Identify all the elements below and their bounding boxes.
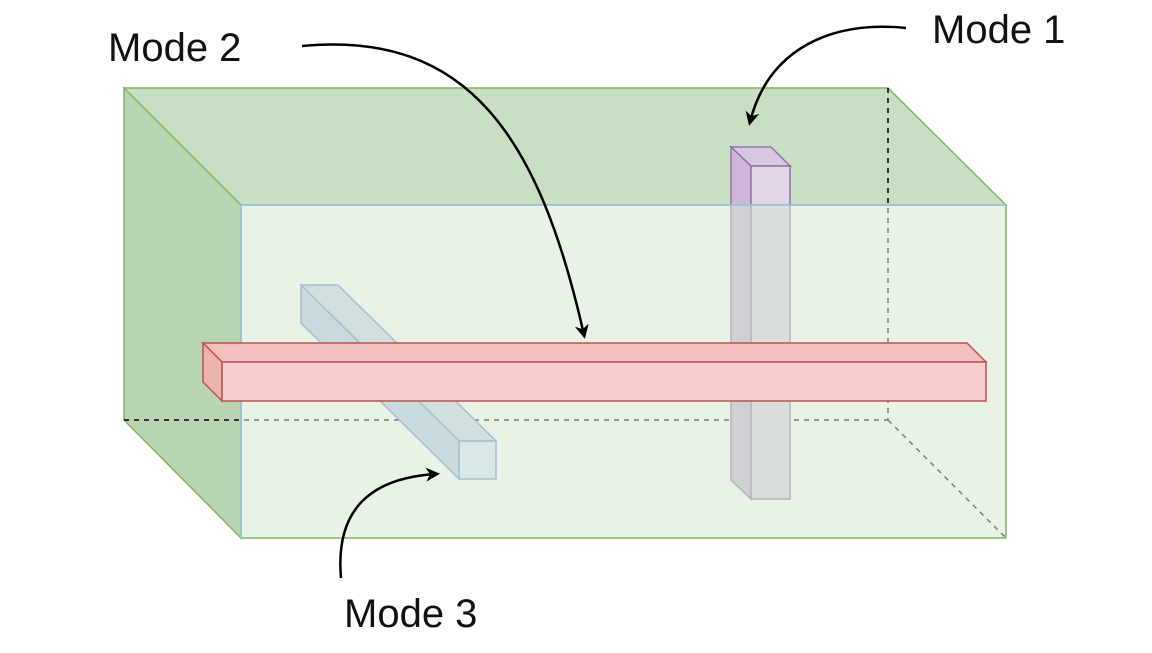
mode1-arrow <box>745 25 907 126</box>
box-top-face <box>122 87 1008 206</box>
mode2-fiber-top <box>201 342 988 363</box>
mode2-fiber <box>201 341 988 403</box>
mode3-label: Mode 3 <box>344 592 478 636</box>
mode2-arrow <box>301 43 589 339</box>
mode1-label: Mode 1 <box>932 8 1066 52</box>
mode3-arrow <box>339 467 440 579</box>
mode2-label: Mode 2 <box>108 26 242 70</box>
mode2-fiber-front <box>221 361 987 402</box>
